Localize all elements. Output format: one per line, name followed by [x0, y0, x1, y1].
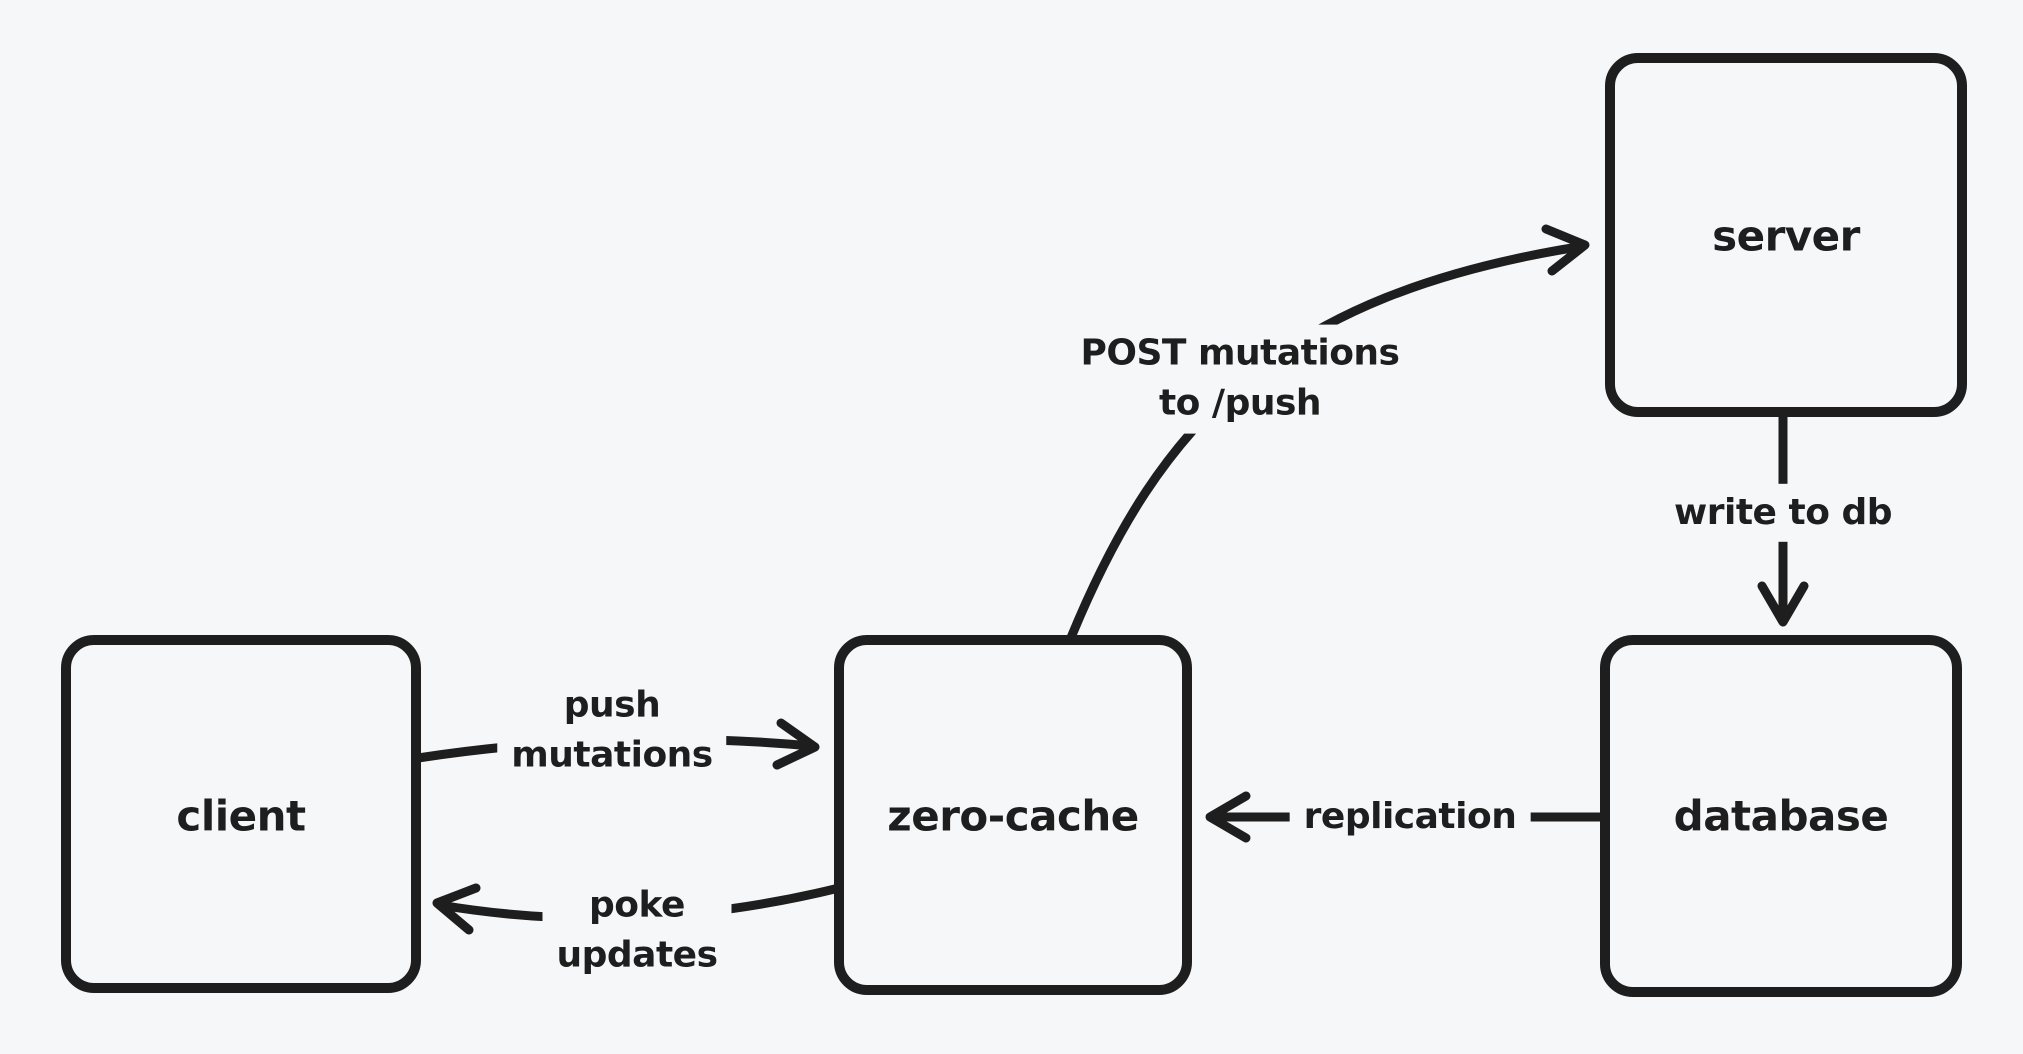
- poke-updates-label-line2: updates: [556, 935, 718, 976]
- post-mutations-label: POST mutations to /push: [1066, 324, 1414, 434]
- poke-updates-arrowhead: [432, 883, 481, 935]
- post-mutations-label-line1: POST mutations: [1080, 332, 1401, 374]
- push-mutations-label-line1: push: [563, 684, 661, 726]
- write-to-db-label-line1: write to db: [1673, 491, 1893, 533]
- post-mutations-arrowhead: [1541, 224, 1590, 276]
- push-mutations-label: push mutations: [497, 676, 727, 786]
- write-to-db-arrowhead: [1757, 581, 1809, 627]
- write-to-db-label: write to db: [1659, 483, 1907, 543]
- client-label: client: [176, 791, 306, 841]
- replication-arrowhead: [1205, 791, 1251, 843]
- poke-updates-label: poke updates: [542, 876, 732, 986]
- push-mutations-arrowhead: [772, 718, 820, 770]
- zero-cache-box: [834, 635, 1192, 995]
- post-mutations-label-line2: to /push: [1158, 383, 1322, 424]
- server-label: server: [1712, 211, 1860, 261]
- zero-cache-label: zero-cache: [887, 791, 1139, 841]
- push-mutations-label-line2: mutations: [511, 735, 713, 776]
- replication-label-line1: replication: [1303, 795, 1517, 837]
- database-label: database: [1673, 791, 1889, 841]
- replication-label: replication: [1289, 787, 1531, 847]
- client-box: [61, 635, 421, 993]
- post-mutations-arrow-line: [1065, 242, 1583, 645]
- poke-updates-label-line1: poke: [589, 884, 685, 926]
